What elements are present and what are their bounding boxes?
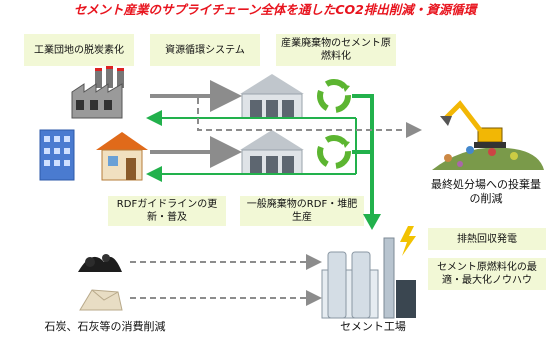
label-industrial-waste-fuel: 産業廃棄物のセメント原燃料化 [276,34,396,66]
warehouse-bottom-icon [240,130,304,175]
limestone-icon [79,289,123,311]
lightning-icon [400,226,416,256]
house-icon [96,132,148,181]
label-landfill-reduction: 最終処分場への投棄量の削減 [431,178,541,205]
label-industrial-decarb: 工業団地の脱炭素化 [24,34,134,66]
landfill-icon [432,146,544,170]
arrow-to-cement-plant [352,94,374,216]
cement-plant-icon [321,237,416,319]
warehouse-top-icon [240,74,304,119]
arrow-to-landfill [197,98,422,138]
coal-icon [78,254,122,272]
recycle-icon-top [317,79,351,113]
diagram-title: セメント産業のサプライチェーン全体を通したCO2排出削減・資源循環 [73,2,477,17]
label-resource-system: 資源循環システム [150,34,260,66]
label-cement-knowhow: セメント原燃料化の最適・最大化ノウハウ [428,258,546,290]
label-waste-heat-power: 排熱回収発電 [428,228,546,250]
label-coal-limestone-reduction: 石炭、石灰等の消費削減 [44,320,166,333]
label-cement-plant: セメント工場 [340,320,406,333]
label-general-waste-rdf: 一般廃棄物のRDF・堆肥生産 [240,196,364,226]
recycle-icon-bottom [317,135,351,169]
excavator-icon [440,100,506,148]
factory-icon [71,66,124,119]
building-icon [39,129,75,181]
label-rdf-guideline: RDFガイドラインの更新・普及 [108,196,226,226]
